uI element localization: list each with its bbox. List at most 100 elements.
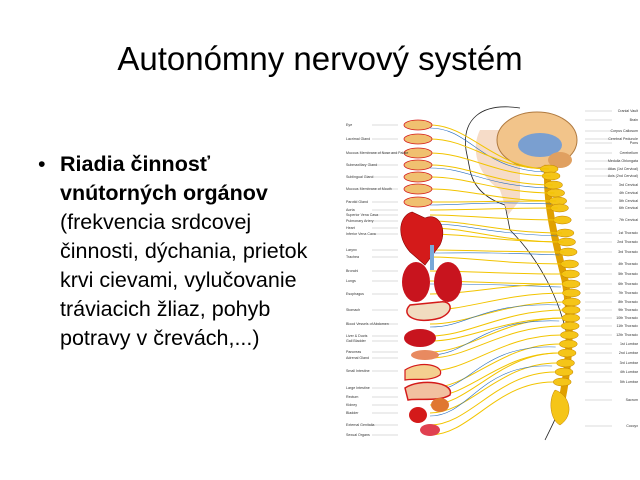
gland (403, 119, 433, 131)
organ-label: Mucous Membrane of Mouth (346, 187, 392, 191)
organ-label: Larynx (346, 248, 357, 252)
vessel (429, 167, 548, 189)
vessel (429, 304, 561, 328)
spine-label: 5th Lumbar (620, 380, 639, 384)
spine-label: Brain (630, 118, 638, 122)
nerve (429, 301, 566, 325)
vessel (429, 223, 558, 237)
vertebra (554, 367, 574, 377)
nerve (429, 200, 557, 203)
bladder (409, 407, 427, 423)
vessel (429, 320, 560, 356)
organ-label: Blood Vessels of Abdomen (346, 322, 389, 326)
pancreas (411, 350, 439, 360)
organ-label: Kidney (346, 403, 357, 407)
nerve (429, 334, 563, 372)
organ-label: External Genitalia (346, 423, 374, 427)
spine-label: 2nd Lumbar (619, 351, 639, 355)
spine-label: 8th Thoracic (618, 300, 638, 304)
spine-label: 6th Cervical (619, 206, 638, 210)
spine-label: 5th Cervical (619, 199, 638, 203)
liver (404, 329, 436, 347)
nerve (429, 188, 557, 202)
spine-label: 3rd Thoracic (618, 250, 638, 254)
spine-label: 4th Thoracic (618, 262, 638, 266)
organ-label: Lacrimal Gland (346, 137, 370, 141)
brain-inner (518, 133, 562, 157)
spine-label: 6th Thoracic (618, 282, 638, 286)
vertebra (559, 339, 578, 349)
vessel (429, 252, 560, 256)
nerve (429, 256, 566, 265)
organ-label: Parotid Gland (346, 200, 368, 204)
spine-label: 1st Thoracic (618, 231, 638, 235)
spine-label: 3rd Lumbar (620, 361, 639, 365)
vertebra (560, 321, 580, 331)
organ-label: Pancreas (346, 350, 361, 354)
glands (403, 119, 433, 208)
gland (403, 183, 433, 195)
organ-label: Large Intestine (346, 386, 370, 390)
vessel (429, 202, 552, 206)
nerve (429, 371, 556, 426)
kidney (431, 398, 449, 412)
spine-label: Coccyx (626, 424, 638, 428)
spine-label: 10th Thoracic (616, 316, 638, 320)
spine-label: 5th Thoracic (618, 272, 638, 276)
spine-label: 1st Lumbar (620, 342, 639, 346)
sexual-organs (420, 424, 440, 436)
bullet-normal-text: (frekvencia srdcovej činnosti, dýchania,… (60, 210, 308, 350)
spine-label: Atlas (1st Cervical) (608, 167, 638, 171)
gland (403, 147, 433, 159)
gland (403, 133, 433, 145)
vertebra (560, 330, 579, 340)
vertebra (557, 348, 577, 358)
organ-label: Submaxillary Gland (346, 163, 377, 167)
vertebra (561, 313, 580, 323)
nerve (429, 381, 553, 436)
spine-label: 2nd Thoracic (617, 240, 638, 244)
spine-label: 7th Cervical (619, 218, 638, 222)
organ-label: Heart (346, 226, 355, 230)
organ-label: Liver & Ducts (346, 334, 368, 338)
spine-label: Medulla Oblongata (608, 159, 638, 163)
slide-title: Autonómny nervový systém (117, 40, 523, 77)
right-lung (434, 262, 462, 302)
organ-label: Esophagus (346, 292, 364, 296)
spine-label: 11th Thoracic (617, 324, 639, 328)
spine-label: 12th Thoracic (616, 333, 638, 337)
organ-label: Superior Vena Cava (346, 213, 378, 217)
organ-label: Sexual Organs (346, 433, 370, 437)
bullet-text: Riadia činnosť vnútorných orgánov (frekv… (60, 150, 328, 353)
spine-label: Cerebellum (620, 151, 638, 155)
spine-label: 3rd Cervical (619, 183, 638, 187)
nerve (429, 176, 555, 194)
nerve (429, 317, 565, 353)
vessel (429, 127, 544, 173)
nerve (429, 325, 564, 359)
spine-label: 7th Thoracic (618, 291, 638, 295)
organ-label: Bronchi (346, 269, 358, 273)
bullet-item: • Riadia činnosť vnútorných orgánov (fre… (38, 150, 328, 353)
organ-label: Lungs (346, 279, 356, 283)
nerve (429, 214, 560, 221)
organ-label: Bladder (346, 411, 359, 415)
spine-label: 4th Lumbar (620, 370, 639, 374)
spine-label: Cranial Vault (618, 109, 638, 113)
organ-label: Trachea (346, 255, 359, 259)
organ-label: Eye (346, 123, 352, 127)
bullet-bold-text: Riadia činnosť vnútorných orgánov (60, 152, 268, 205)
sacrum (550, 389, 570, 426)
gland (403, 171, 433, 183)
nerve (429, 138, 549, 170)
spine-label: Axis (2nd Cervical) (608, 174, 638, 178)
nerve (429, 309, 565, 337)
spine-label: Sacrum (626, 398, 638, 402)
organ-label: Inferior Vena Cava (346, 232, 376, 236)
organ-label: Rectum (346, 395, 358, 399)
nerve (429, 152, 551, 177)
gland (403, 196, 433, 208)
